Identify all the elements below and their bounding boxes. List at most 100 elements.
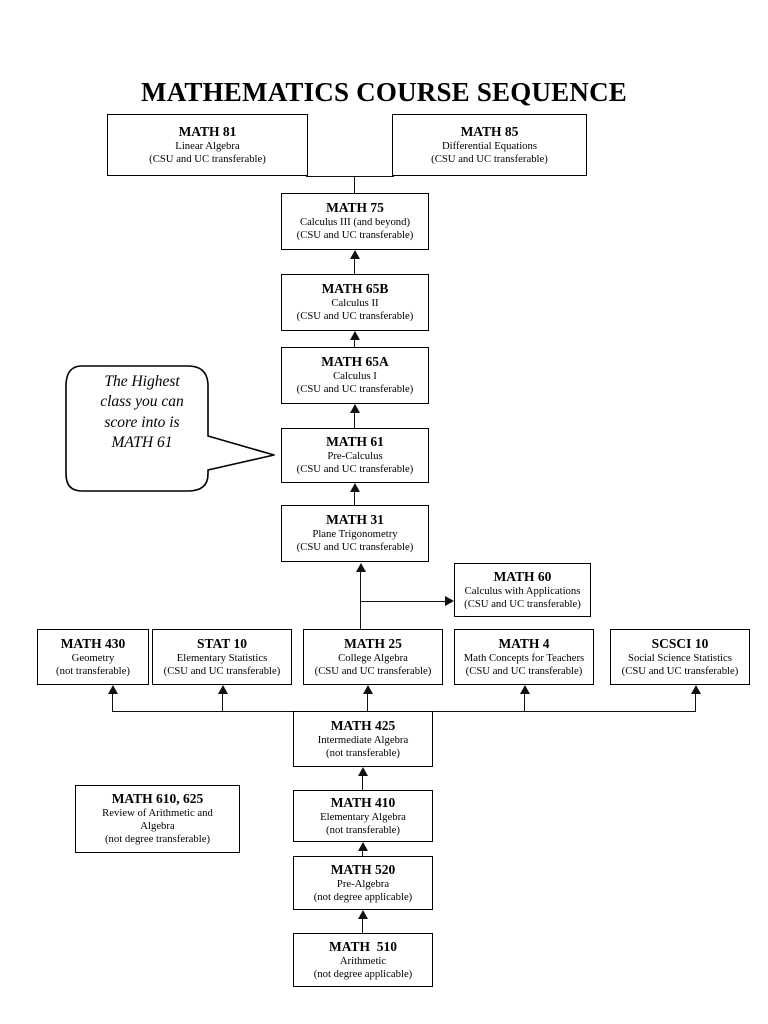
connector-410-to-425 xyxy=(362,776,363,790)
connector-25-to-60 xyxy=(360,601,446,602)
node-name: Geometry xyxy=(71,651,115,664)
node-name: Plane Trigonometry xyxy=(312,528,398,541)
connector-61-to-65a xyxy=(354,413,355,428)
node-code: MATH 65B xyxy=(321,281,389,297)
callout-line-4: MATH 61 xyxy=(111,434,173,452)
node-transferability: (CSU and UC transferable) xyxy=(296,463,414,476)
node-math-75[interactable]: MATH 75 Calculus III (and beyond) (CSU a… xyxy=(281,193,429,250)
node-code: MATH 81 xyxy=(178,123,237,139)
node-name: College Algebra xyxy=(338,651,408,664)
node-transferability: (not transferable) xyxy=(326,746,400,759)
node-code: MATH 61 xyxy=(326,434,384,450)
node-name: Intermediate Algebra xyxy=(317,733,409,746)
node-transferability: (CSU and UC transferable) xyxy=(621,664,739,677)
node-math-61[interactable]: MATH 61 Pre-Calculus (CSU and UC transfe… xyxy=(281,428,429,483)
arrowhead-61-to-65a xyxy=(350,404,360,413)
page-title: MATHEMATICS COURSE SEQUENCE xyxy=(141,77,627,107)
node-transferability: (not transferable) xyxy=(56,664,130,677)
node-transferability: (not transferable) xyxy=(326,823,400,836)
node-transferability: (CSU and UC transferable) xyxy=(314,664,432,677)
connector-31-to-61 xyxy=(354,492,355,505)
arrowhead-25-to-60 xyxy=(445,596,454,606)
connector-65b-to-75 xyxy=(354,259,355,274)
connector-bus-to-math-4 xyxy=(524,694,525,712)
node-name: Elementary Algebra xyxy=(320,810,406,823)
connector-bus-to-math-25 xyxy=(367,694,368,712)
node-math-65a[interactable]: MATH 65A Calculus I (CSU and UC transfer… xyxy=(281,347,429,404)
node-code: MATH 610, 625 xyxy=(111,791,204,807)
node-code: MATH 75 xyxy=(326,200,384,216)
node-name: Calculus II xyxy=(331,297,379,310)
node-code: STAT 10 xyxy=(197,635,247,651)
node-transferability: (CSU and UC transferable) xyxy=(296,541,414,554)
connector-bus-to-stat-10 xyxy=(222,694,223,712)
connector-bus-to-scsci-10 xyxy=(695,694,696,712)
node-name: Arithmetic xyxy=(339,954,387,967)
node-stat-10[interactable]: STAT 10 Elementary Statistics (CSU and U… xyxy=(152,629,292,685)
node-math-85[interactable]: MATH 85 Differential Equations (CSU and … xyxy=(392,114,587,176)
node-math-520[interactable]: MATH 520 Pre-Algebra (not degree applica… xyxy=(293,856,433,910)
callout-shape-icon xyxy=(65,365,275,492)
node-math-31[interactable]: MATH 31 Plane Trigonometry (CSU and UC t… xyxy=(281,505,429,562)
node-code: MATH 520 xyxy=(330,861,396,877)
arrowhead-bus-to-scsci-10 xyxy=(691,685,701,694)
arrowhead-410-to-425 xyxy=(358,767,368,776)
connector-81-85-bus xyxy=(306,176,394,177)
node-transferability: (CSU and UC transferable) xyxy=(149,152,266,165)
arrowhead-bus-to-math-430 xyxy=(108,685,118,694)
node-math-510[interactable]: MATH 510 Arithmetic (not degree applicab… xyxy=(293,933,433,987)
node-name: Calculus I xyxy=(333,370,377,383)
node-name: Math Concepts for Teachers xyxy=(463,651,585,664)
node-transferability: (CSU and UC transferable) xyxy=(163,664,281,677)
node-transferability: (CSU and UC transferable) xyxy=(464,597,581,610)
node-transferability: (CSU and UC transferable) xyxy=(465,664,583,677)
node-math-4[interactable]: MATH 4 Math Concepts for Teachers (CSU a… xyxy=(454,629,594,685)
callout-text: The Highest class you can score into is … xyxy=(72,372,212,454)
node-math-25[interactable]: MATH 25 College Algebra (CSU and UC tran… xyxy=(303,629,443,685)
node-math-81[interactable]: MATH 81 Linear Algebra (CSU and UC trans… xyxy=(107,114,308,176)
arrowhead-520-to-410 xyxy=(358,842,368,851)
node-transferability: (CSU and UC transferable) xyxy=(296,383,414,396)
node-code: MATH 60 xyxy=(493,568,552,584)
arrowhead-65b-to-75 xyxy=(350,250,360,259)
arrowhead-bus-to-stat-10 xyxy=(218,685,228,694)
node-math-410[interactable]: MATH 410 Elementary Algebra (not transfe… xyxy=(293,790,433,842)
node-scsci-10[interactable]: SCSCI 10 Social Science Statistics (CSU … xyxy=(610,629,750,685)
node-math-60[interactable]: MATH 60 Calculus with Applications (CSU … xyxy=(454,563,591,617)
arrowhead-bus-to-math-4 xyxy=(520,685,530,694)
node-math-65b[interactable]: MATH 65B Calculus II (CSU and UC transfe… xyxy=(281,274,429,331)
node-transferability: (not degree applicable) xyxy=(313,967,413,980)
node-name: Linear Algebra xyxy=(175,139,240,152)
node-name: Pre-Calculus xyxy=(327,450,383,463)
node-name: Calculus with Applications xyxy=(464,584,581,597)
node-math-425[interactable]: MATH 425 Intermediate Algebra (not trans… xyxy=(293,711,433,767)
node-name: Social Science Statistics xyxy=(628,651,732,664)
connector-bus-to-math-75 xyxy=(354,176,355,193)
callout-highest-placement: The Highest class you can score into is … xyxy=(60,358,276,498)
node-name-line2: Algebra xyxy=(140,820,175,833)
arrowhead-25-to-31 xyxy=(356,563,366,572)
node-math-430[interactable]: MATH 430 Geometry (not transferable) xyxy=(37,629,149,685)
arrowhead-65a-to-65b xyxy=(350,331,360,340)
arrowhead-510-to-520 xyxy=(358,910,368,919)
callout-line-2: class you can xyxy=(100,393,184,411)
node-code: MATH 410 xyxy=(330,794,396,810)
connector-bus-to-math-430 xyxy=(112,694,113,712)
node-code: MATH 425 xyxy=(330,717,396,733)
node-transferability: (CSU and UC transferable) xyxy=(296,310,414,323)
node-transferability: (not degree applicable) xyxy=(313,890,413,903)
node-name: Differential Equations xyxy=(441,139,538,152)
node-transferability: (not degree transferable) xyxy=(104,833,211,846)
node-transferability: (CSU and UC transferable) xyxy=(296,229,414,242)
node-code: MATH 25 xyxy=(344,635,402,651)
node-code: MATH 31 xyxy=(326,512,384,528)
node-code: MATH 510 xyxy=(329,938,397,954)
node-code: MATH 430 xyxy=(60,635,126,651)
node-code: MATH 85 xyxy=(460,123,519,139)
node-math-610-625[interactable]: MATH 610, 625 Review of Arithmetic and A… xyxy=(75,785,240,853)
connector-25-to-31 xyxy=(360,572,361,629)
node-code: SCSCI 10 xyxy=(651,635,709,651)
node-name: Elementary Statistics xyxy=(176,651,268,664)
node-code: MATH 65A xyxy=(321,354,389,370)
